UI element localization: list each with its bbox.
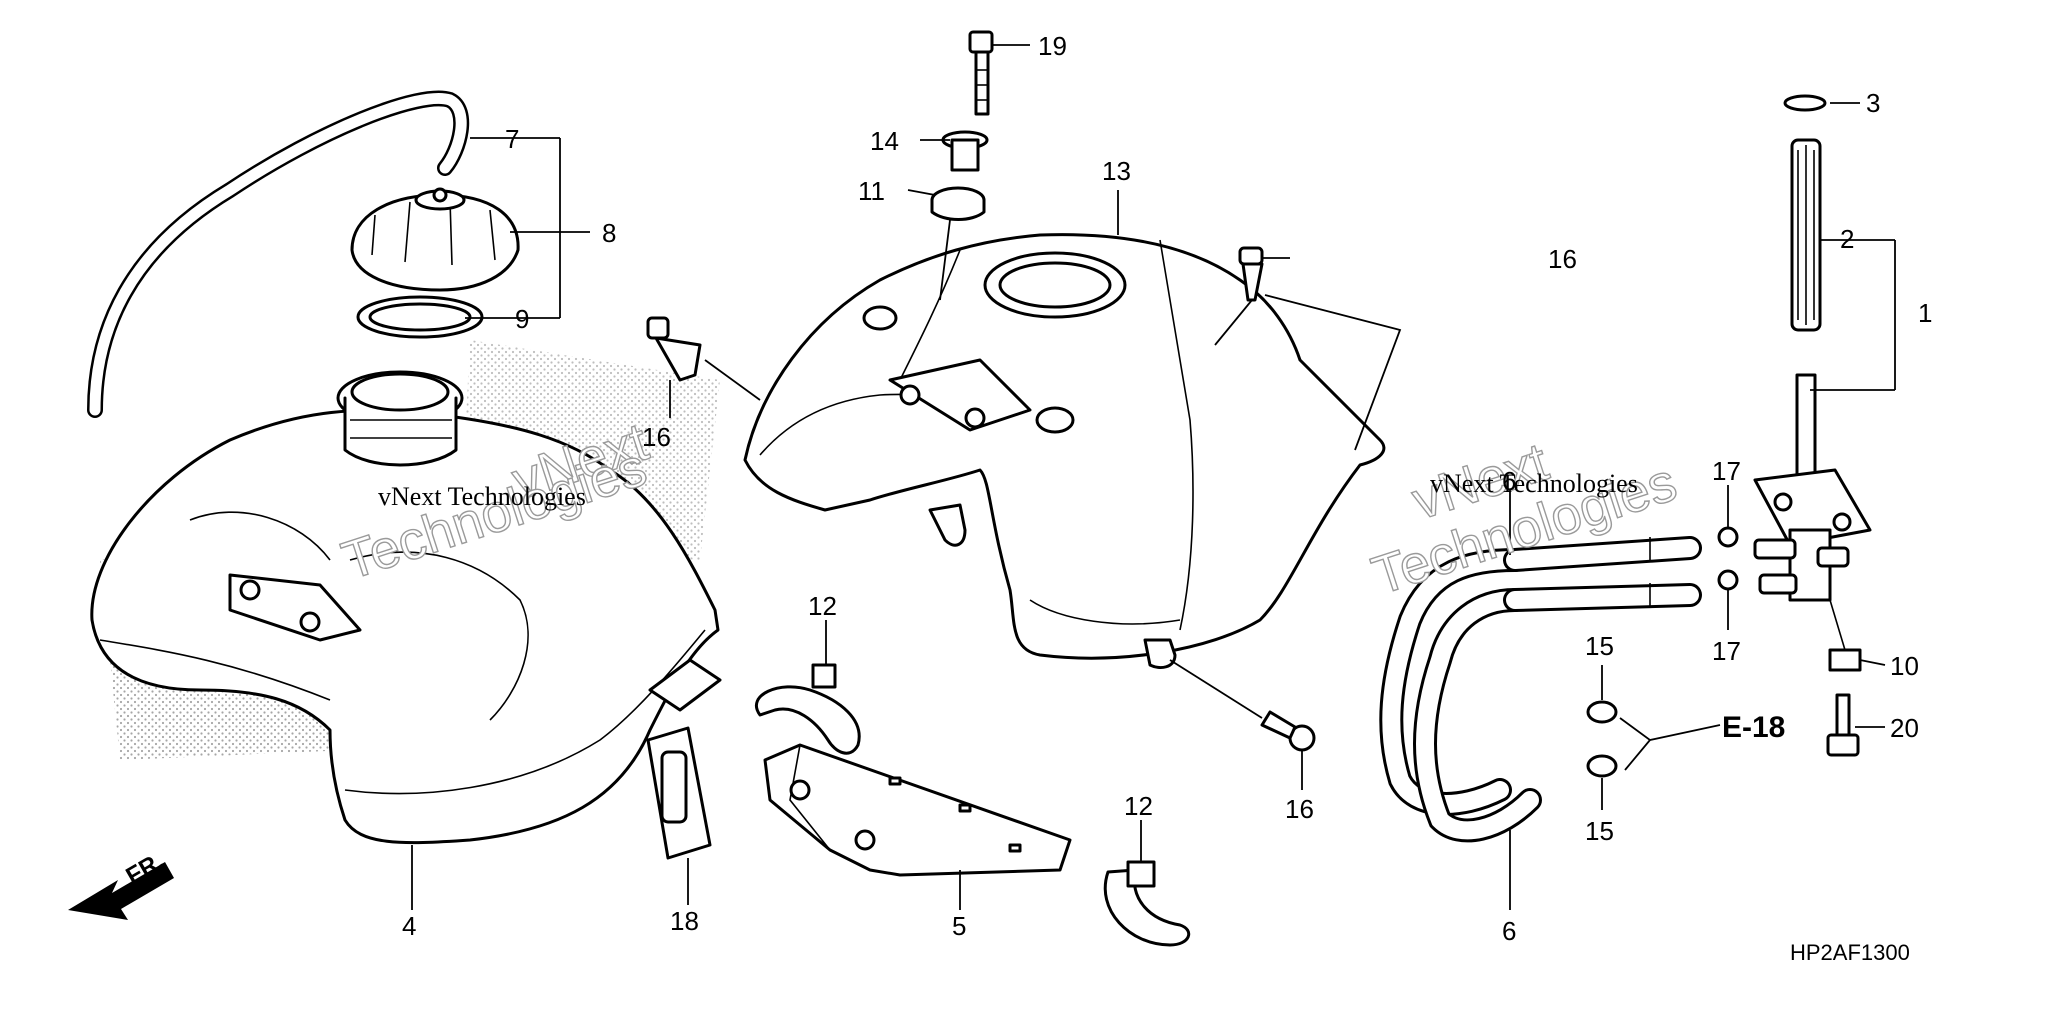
collar-14 bbox=[941, 130, 989, 172]
tank-shroud bbox=[743, 233, 1402, 669]
callout-12-lower: 12 bbox=[1124, 791, 1153, 821]
callout-18: 18 bbox=[670, 906, 699, 936]
strainer-2 bbox=[1790, 138, 1822, 332]
trim-clip-right bbox=[1214, 246, 1264, 346]
callout-17-bottom: 17 bbox=[1712, 636, 1741, 666]
callout-16-bottom: 16 bbox=[1285, 794, 1314, 824]
callout-5: 5 bbox=[952, 911, 966, 941]
leader-lines bbox=[411, 44, 1896, 910]
callout-2: 2 bbox=[1840, 224, 1854, 254]
fuel-hoses bbox=[1379, 536, 1702, 843]
washer-10 bbox=[1828, 648, 1862, 672]
breather-tube bbox=[87, 90, 470, 418]
callout-20: 20 bbox=[1890, 713, 1919, 743]
callout-1: 1 bbox=[1918, 298, 1932, 328]
callout-13: 13 bbox=[1102, 156, 1131, 186]
callout-11: 11 bbox=[858, 176, 885, 206]
fuel-cap bbox=[350, 187, 520, 292]
watermark-brand-right: vNext Technologies bbox=[1430, 469, 1638, 498]
trim-clip-bottom bbox=[1169, 659, 1316, 752]
callout-6-bottom: 6 bbox=[1502, 916, 1516, 946]
callout-17-top: 17 bbox=[1712, 456, 1741, 486]
callout-16-right: 16 bbox=[1548, 244, 1577, 274]
callout-15-bottom: 15 bbox=[1585, 816, 1614, 846]
trim-clip-left bbox=[646, 316, 761, 401]
front-arrow: FR. bbox=[68, 847, 174, 920]
callout-12-upper: 12 bbox=[808, 591, 837, 621]
grommet-11 bbox=[930, 186, 986, 301]
callout-10: 10 bbox=[1890, 651, 1919, 681]
watermark-brand-left: vNext Technologies bbox=[378, 482, 586, 511]
bolt-20 bbox=[1826, 693, 1860, 757]
cap-gasket bbox=[356, 295, 484, 339]
band-clamp-upper bbox=[755, 663, 861, 755]
callout-8: 8 bbox=[602, 218, 616, 248]
rubber-strap bbox=[646, 726, 712, 860]
callout-4: 4 bbox=[402, 911, 416, 941]
bolt-19 bbox=[968, 30, 994, 116]
callout-9: 9 bbox=[515, 304, 529, 334]
callout-19: 19 bbox=[1038, 31, 1067, 61]
band-clamp-lower bbox=[1103, 860, 1191, 947]
callout-16-left: 16 bbox=[642, 422, 671, 452]
callout-6-top: 6 bbox=[1502, 466, 1516, 496]
o-ring-3 bbox=[1783, 94, 1827, 112]
callouts: 19 14 11 13 7 8 9 16 16 16 3 2 1 10 20 1… bbox=[402, 31, 1932, 965]
tank-bracket bbox=[763, 743, 1072, 877]
callout-7: 7 bbox=[505, 124, 519, 154]
diagram-code: HP2AF1300 bbox=[1790, 940, 1910, 965]
callout-3: 3 bbox=[1866, 88, 1880, 118]
fuel-valve-1 bbox=[1753, 373, 1872, 651]
callout-14: 14 bbox=[870, 126, 899, 156]
fuel-tank bbox=[90, 370, 722, 845]
callout-15-top: 15 bbox=[1585, 631, 1614, 661]
reference-label: E-18 bbox=[1722, 711, 1785, 744]
hose-clip-17 bbox=[1717, 526, 1739, 591]
hose-clamp-15 bbox=[1586, 700, 1652, 778]
